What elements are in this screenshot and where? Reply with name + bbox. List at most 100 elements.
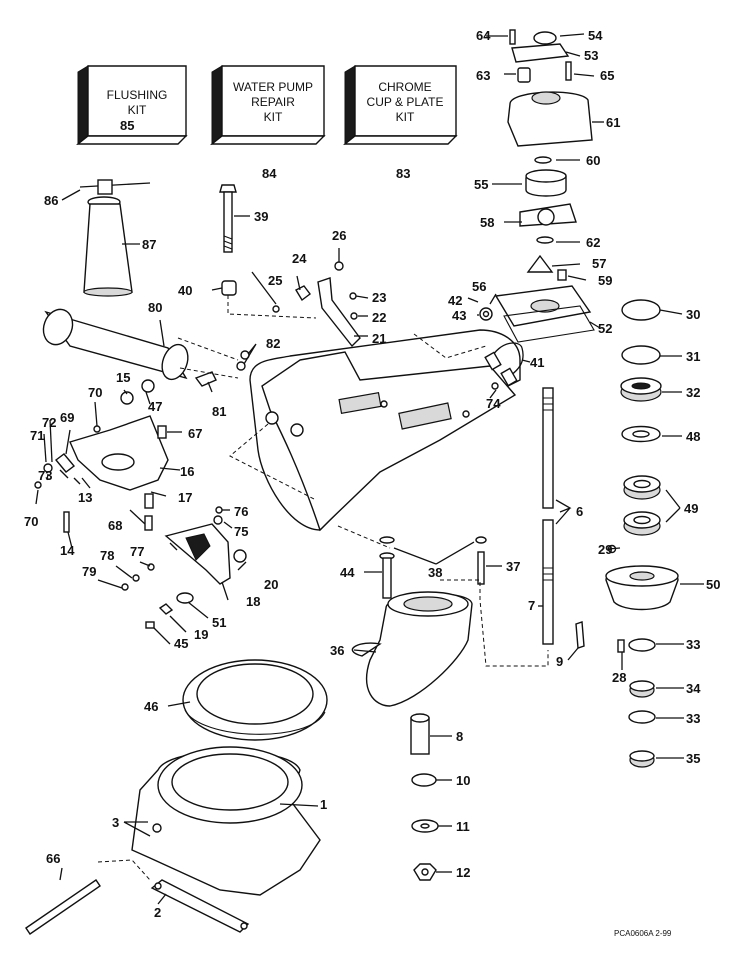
water-pump-kit-line-2: REPAIR xyxy=(251,95,295,109)
label-21: 21 xyxy=(372,331,386,346)
label-73: 73 xyxy=(38,468,52,483)
label-80: 80 xyxy=(148,300,162,315)
label-29: 29 xyxy=(598,542,612,557)
label-34: 34 xyxy=(686,681,701,696)
ring-33-lower xyxy=(628,710,656,724)
cup-35 xyxy=(629,750,655,768)
label-79: 79 xyxy=(82,564,96,579)
label-12: 12 xyxy=(456,865,470,880)
impeller-36-part xyxy=(351,591,473,707)
label-11: 11 xyxy=(456,819,470,834)
label-78: 78 xyxy=(100,548,114,563)
label-50: 50 xyxy=(706,577,720,592)
label-70-upper: 70 xyxy=(88,385,102,400)
intake-tube-80-part xyxy=(42,308,189,381)
label-20: 20 xyxy=(264,577,278,592)
label-46: 46 xyxy=(144,699,158,714)
label-17: 17 xyxy=(178,490,192,505)
label-35: 35 xyxy=(686,751,700,766)
label-75: 75 xyxy=(234,524,248,539)
label-83: 83 xyxy=(396,166,410,181)
chrome-kit-line-1: CHROME xyxy=(378,80,431,94)
label-56: 56 xyxy=(472,279,486,294)
wear-ring-46-part xyxy=(182,659,328,741)
label-58: 58 xyxy=(480,215,494,230)
label-49: 49 xyxy=(684,501,698,516)
label-41: 41 xyxy=(530,355,544,370)
bracket-16-part xyxy=(69,415,169,491)
chrome-kit-line-2: CUP & PLATE xyxy=(367,95,444,109)
label-51: 51 xyxy=(212,615,226,630)
label-33-upper: 33 xyxy=(686,637,700,652)
label-9: 9 xyxy=(556,654,563,669)
flushing-kit-line-2: KIT xyxy=(128,103,147,117)
label-48: 48 xyxy=(686,429,700,444)
label-81: 81 xyxy=(212,404,226,419)
label-60: 60 xyxy=(586,153,600,168)
label-40: 40 xyxy=(178,283,192,298)
label-45: 45 xyxy=(174,636,188,651)
label-24: 24 xyxy=(292,251,307,266)
label-63: 63 xyxy=(476,68,490,83)
label-71: 71 xyxy=(30,428,44,443)
tab-washer-11 xyxy=(411,819,439,833)
label-42: 42 xyxy=(448,293,462,308)
seal-32 xyxy=(620,377,662,402)
pump-housing-part xyxy=(249,329,521,532)
label-6: 6 xyxy=(576,504,583,519)
label-70-lower: 70 xyxy=(24,514,38,529)
label-23: 23 xyxy=(372,290,386,305)
water-pump-kit-box: WATER PUMP REPAIR KIT xyxy=(210,65,326,146)
label-68: 68 xyxy=(108,518,122,533)
label-25: 25 xyxy=(268,273,282,288)
label-82: 82 xyxy=(266,336,280,351)
label-67: 67 xyxy=(188,426,202,441)
strap-2-part xyxy=(150,879,250,933)
label-3: 3 xyxy=(112,815,119,830)
retaining-ring-30 xyxy=(621,299,661,321)
label-52: 52 xyxy=(598,321,612,336)
cup-34 xyxy=(629,680,655,698)
drive-shaft-part xyxy=(542,387,554,645)
label-13: 13 xyxy=(78,490,92,505)
water-pump-kit-line-1: WATER PUMP xyxy=(233,80,313,94)
label-15: 15 xyxy=(116,370,130,385)
label-72: 72 xyxy=(42,415,56,430)
label-16: 16 xyxy=(180,464,194,479)
label-8: 8 xyxy=(456,729,463,744)
clip-81-part xyxy=(194,371,217,387)
label-77: 77 xyxy=(130,544,144,559)
washer-10 xyxy=(411,773,437,787)
label-66: 66 xyxy=(46,851,60,866)
label-33-lower: 33 xyxy=(686,711,700,726)
ring-31 xyxy=(621,345,661,365)
washer-48 xyxy=(621,425,661,443)
label-86: 86 xyxy=(44,193,58,208)
nut-12 xyxy=(413,863,437,881)
label-55: 55 xyxy=(474,177,488,192)
bolt-39-part xyxy=(219,184,237,296)
label-85: 85 xyxy=(120,118,134,133)
flushing-kit-box: FLUSHING KIT xyxy=(76,65,188,146)
label-14: 14 xyxy=(60,543,75,558)
label-54: 54 xyxy=(588,28,603,43)
hose-41-part xyxy=(489,342,524,377)
label-18: 18 xyxy=(246,594,260,609)
flushing-kit-line-1: FLUSHING xyxy=(107,88,168,102)
water-pump-kit-line-3: KIT xyxy=(264,110,283,124)
label-57: 57 xyxy=(592,256,606,271)
bolts-37-44-part xyxy=(379,536,487,599)
label-69: 69 xyxy=(60,410,74,425)
label-65: 65 xyxy=(600,68,614,83)
label-30: 30 xyxy=(686,307,700,322)
label-7: 7 xyxy=(528,598,535,613)
rod-66-part xyxy=(25,879,101,935)
bearing-housing-50 xyxy=(605,565,679,611)
label-39: 39 xyxy=(254,209,268,224)
key-9-part xyxy=(575,621,585,649)
diagram-code: PCA0606A 2-99 xyxy=(614,929,672,938)
label-31: 31 xyxy=(686,349,700,364)
label-64: 64 xyxy=(476,28,491,43)
chrome-kit-box: CHROME CUP & PLATE KIT xyxy=(343,65,458,146)
chrome-kit-line-3: KIT xyxy=(396,110,415,124)
